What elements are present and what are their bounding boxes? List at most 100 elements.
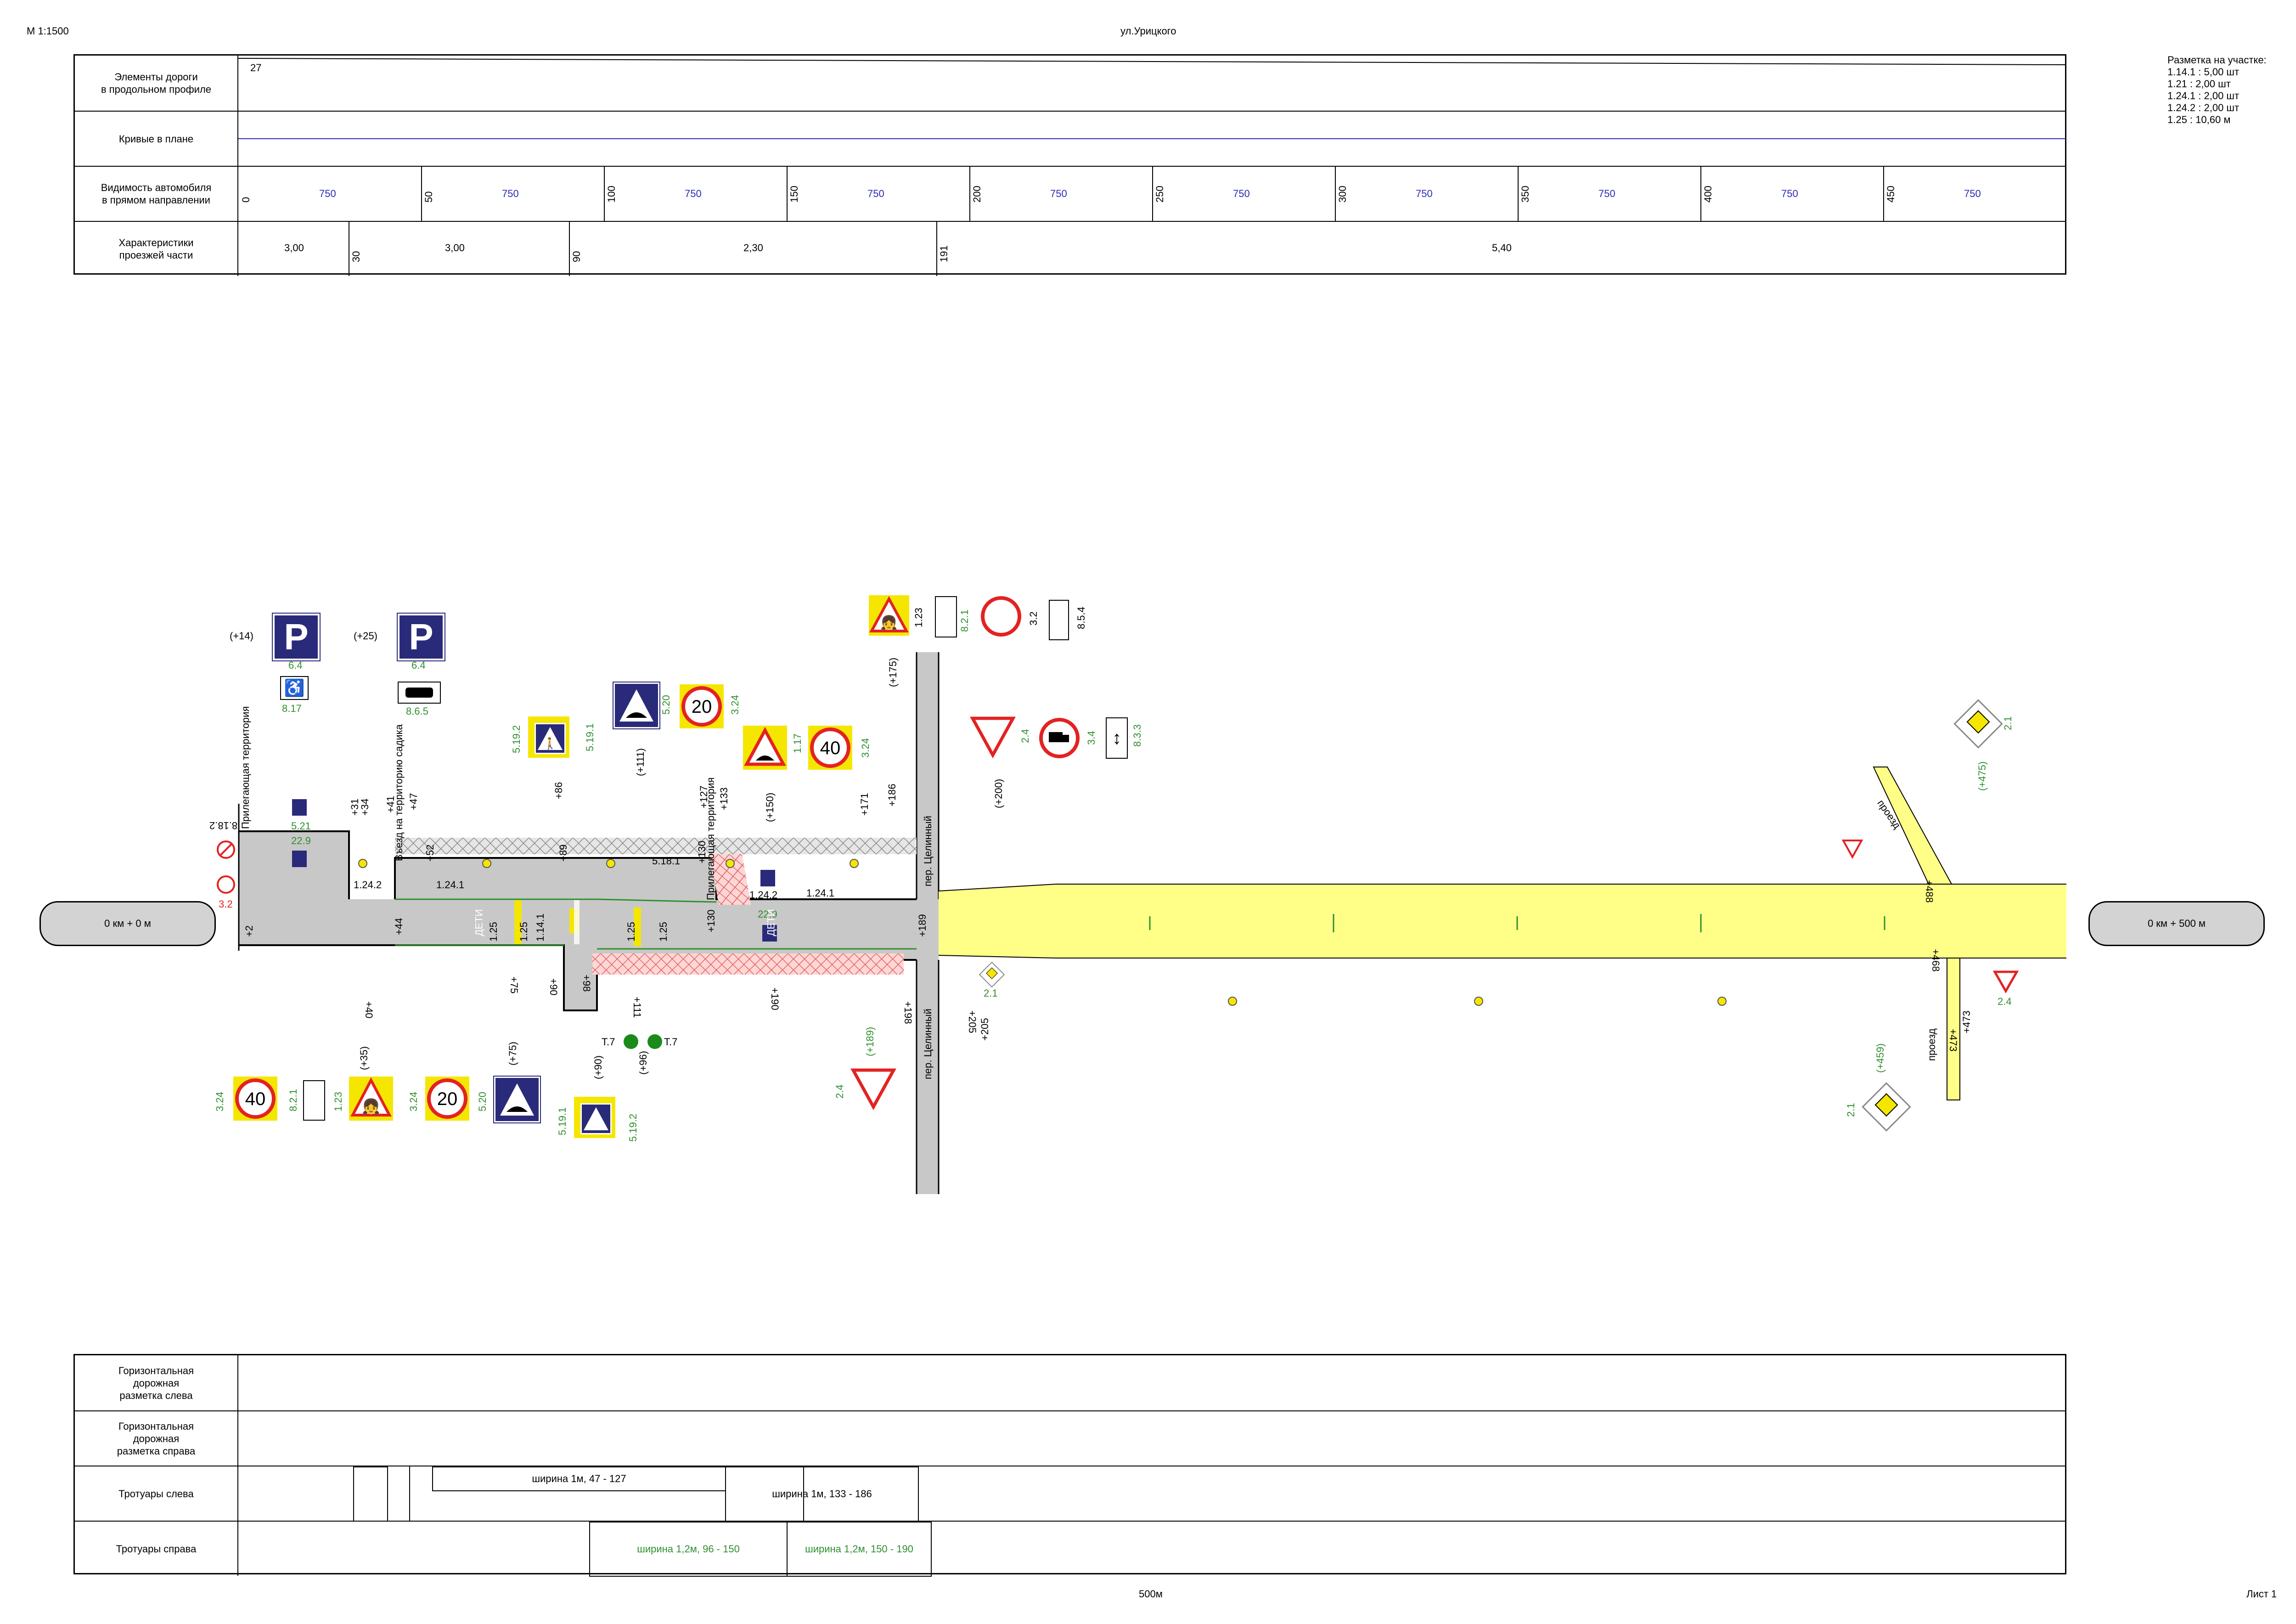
speed-limit-value: 40 [820, 738, 841, 758]
distance-plate [935, 596, 957, 637]
no-traffic-sign [216, 874, 236, 895]
speed-limit-sign: 40 [233, 1077, 277, 1121]
visibility-value: 750 [1598, 188, 1615, 199]
sign-code: 8.3.3 [1131, 724, 1143, 747]
width-value: 3,00 [445, 242, 465, 254]
sign-position: +473 [1961, 1010, 1972, 1033]
picket-cell [1518, 167, 1519, 221]
road-label: 5.21 [291, 820, 311, 832]
marking-summary-item: 1.24.2 : 2,00 шт [2167, 102, 2240, 113]
marking-summary-item: 1.25 : 10,60 м [2167, 114, 2231, 125]
sign-code: 3.24 [860, 738, 871, 758]
picket: +186 [886, 784, 898, 806]
picket-cell [1700, 167, 1701, 221]
yield-sign [1992, 970, 2019, 994]
side-street-label: пер. Целинный [922, 1009, 934, 1079]
marking-summary: Разметка на участке: 1.14.1 : 5,00 шт 1.… [2167, 54, 2267, 126]
picket-cell [421, 167, 422, 221]
sign-code: 5.19.2 [627, 1113, 639, 1142]
end-chainage: 0 км + 500 м [2088, 901, 2265, 946]
picket-cell [787, 167, 788, 221]
carriageway-row: Характеристики проезжей части 30 90 191 … [75, 221, 2065, 276]
speed-hump-sign [493, 1076, 541, 1123]
picket-label: 300 [1337, 186, 1348, 203]
small-blue-sign [292, 799, 307, 816]
sign-code: 3.24 [214, 1092, 225, 1111]
picket: +205 [967, 1010, 978, 1033]
curves-row: Кривые в плане [75, 111, 2066, 166]
sign-position: (+175) [887, 657, 899, 687]
sign-code: 2.4 [1019, 729, 1031, 743]
side-road-north [1873, 767, 1953, 885]
picket-label: 250 [1154, 186, 1165, 203]
top-table: Элементы дороги в продольном профиле 27 … [73, 54, 2066, 276]
cross-street [917, 652, 939, 1194]
entrance-label: Прилегающая территория [240, 706, 251, 829]
marking-summary-title: Разметка на участке: [2167, 54, 2267, 66]
road-label: 5.18.1 [652, 855, 681, 867]
speed-hump-sign [613, 682, 660, 729]
picket: +41 [385, 795, 396, 813]
profile-row: Элементы дороги в продольном профиле 27 [75, 56, 2066, 111]
visibility-value: 750 [685, 188, 702, 199]
profile-line [238, 58, 2066, 65]
side-road-south [1947, 958, 1960, 1100]
picket-label: 150 [788, 186, 800, 203]
sign-position: (+25) [354, 630, 377, 642]
picket-label: 50 [423, 191, 434, 203]
visibility-value: 750 [1781, 188, 1798, 199]
svg-text:👧: 👧 [880, 615, 897, 631]
sidewalk-left-row: Тротуары слева ширина 1м, 47 - 127 ширин… [75, 1466, 2065, 1522]
road-label: 1.24.2 [749, 889, 778, 901]
marking-right-row: Горизонтальная дорожная разметка справа [75, 1410, 2065, 1466]
picket: +488 [1924, 880, 1935, 903]
sign-code: 6.4 [411, 660, 426, 671]
sign-code: 8.2.1 [287, 1089, 299, 1111]
sign-position: (+90) [592, 1055, 604, 1079]
disabled-plate: ♿ [280, 676, 309, 700]
sign-position: (+200) [993, 778, 1004, 808]
sign-code: 8.6.5 [406, 705, 428, 717]
sign-code: 3.24 [729, 695, 741, 715]
sidewalk-left [395, 838, 917, 854]
road-label: 1.24.1 [806, 887, 835, 899]
main-road-east [939, 884, 2066, 958]
sign-code: 5.19.2 [511, 725, 522, 753]
speed-limit-sign: 20 [680, 684, 724, 728]
road-text: ДЕТИ [765, 909, 777, 936]
bottom-table: Горизонтальная дорожная разметка слева Г… [73, 1354, 2066, 1577]
parking-sign: P [397, 613, 445, 661]
sign-code: 2.4 [1998, 996, 2012, 1007]
profile-value: 27 [250, 62, 262, 73]
visibility-value: 750 [319, 188, 336, 199]
picket: +90 [548, 978, 559, 996]
picket-label: 191 [938, 245, 950, 262]
picket: +47 [408, 793, 419, 810]
marking-summary-item: 1.14.1 : 5,00 шт [2167, 66, 2240, 78]
time-plate [1049, 600, 1069, 640]
visibility-value: 750 [1964, 188, 1981, 199]
picket-label: 200 [971, 186, 983, 203]
visibility-value: 750 [1050, 188, 1067, 199]
sign-code: 2.1 [1845, 1103, 1857, 1117]
sidewalk-red-top [709, 854, 751, 905]
picket-label: 450 [1885, 186, 1896, 203]
picket: +473 [1947, 1029, 1959, 1052]
small-blue-sign [762, 925, 777, 942]
speed-limit-sign: 20 [425, 1077, 469, 1121]
picket-label: 90 [571, 251, 582, 262]
sign-code: 1.17 [792, 733, 803, 753]
road-label: 1.25 [625, 922, 637, 942]
zone-plate: ↕ [1106, 717, 1128, 759]
side-street-label: пер. Целинный [922, 816, 934, 886]
children-sign: 👧 [349, 1077, 393, 1121]
scale-label: М 1:1500 [27, 25, 69, 37]
visibility-row-label: Видимость автомобиля в прямом направлени… [75, 167, 238, 221]
sign-code: 1.23 [332, 1092, 344, 1111]
width-value: 5,40 [1492, 242, 1512, 254]
carriageway-row-label: Характеристики проезжей части [75, 222, 238, 276]
road-label: 22.9 [291, 835, 311, 846]
sign-code: 6.4 [288, 660, 303, 671]
picket: +111 [631, 997, 643, 1018]
start-chainage: 0 км + 0 м [39, 901, 216, 946]
